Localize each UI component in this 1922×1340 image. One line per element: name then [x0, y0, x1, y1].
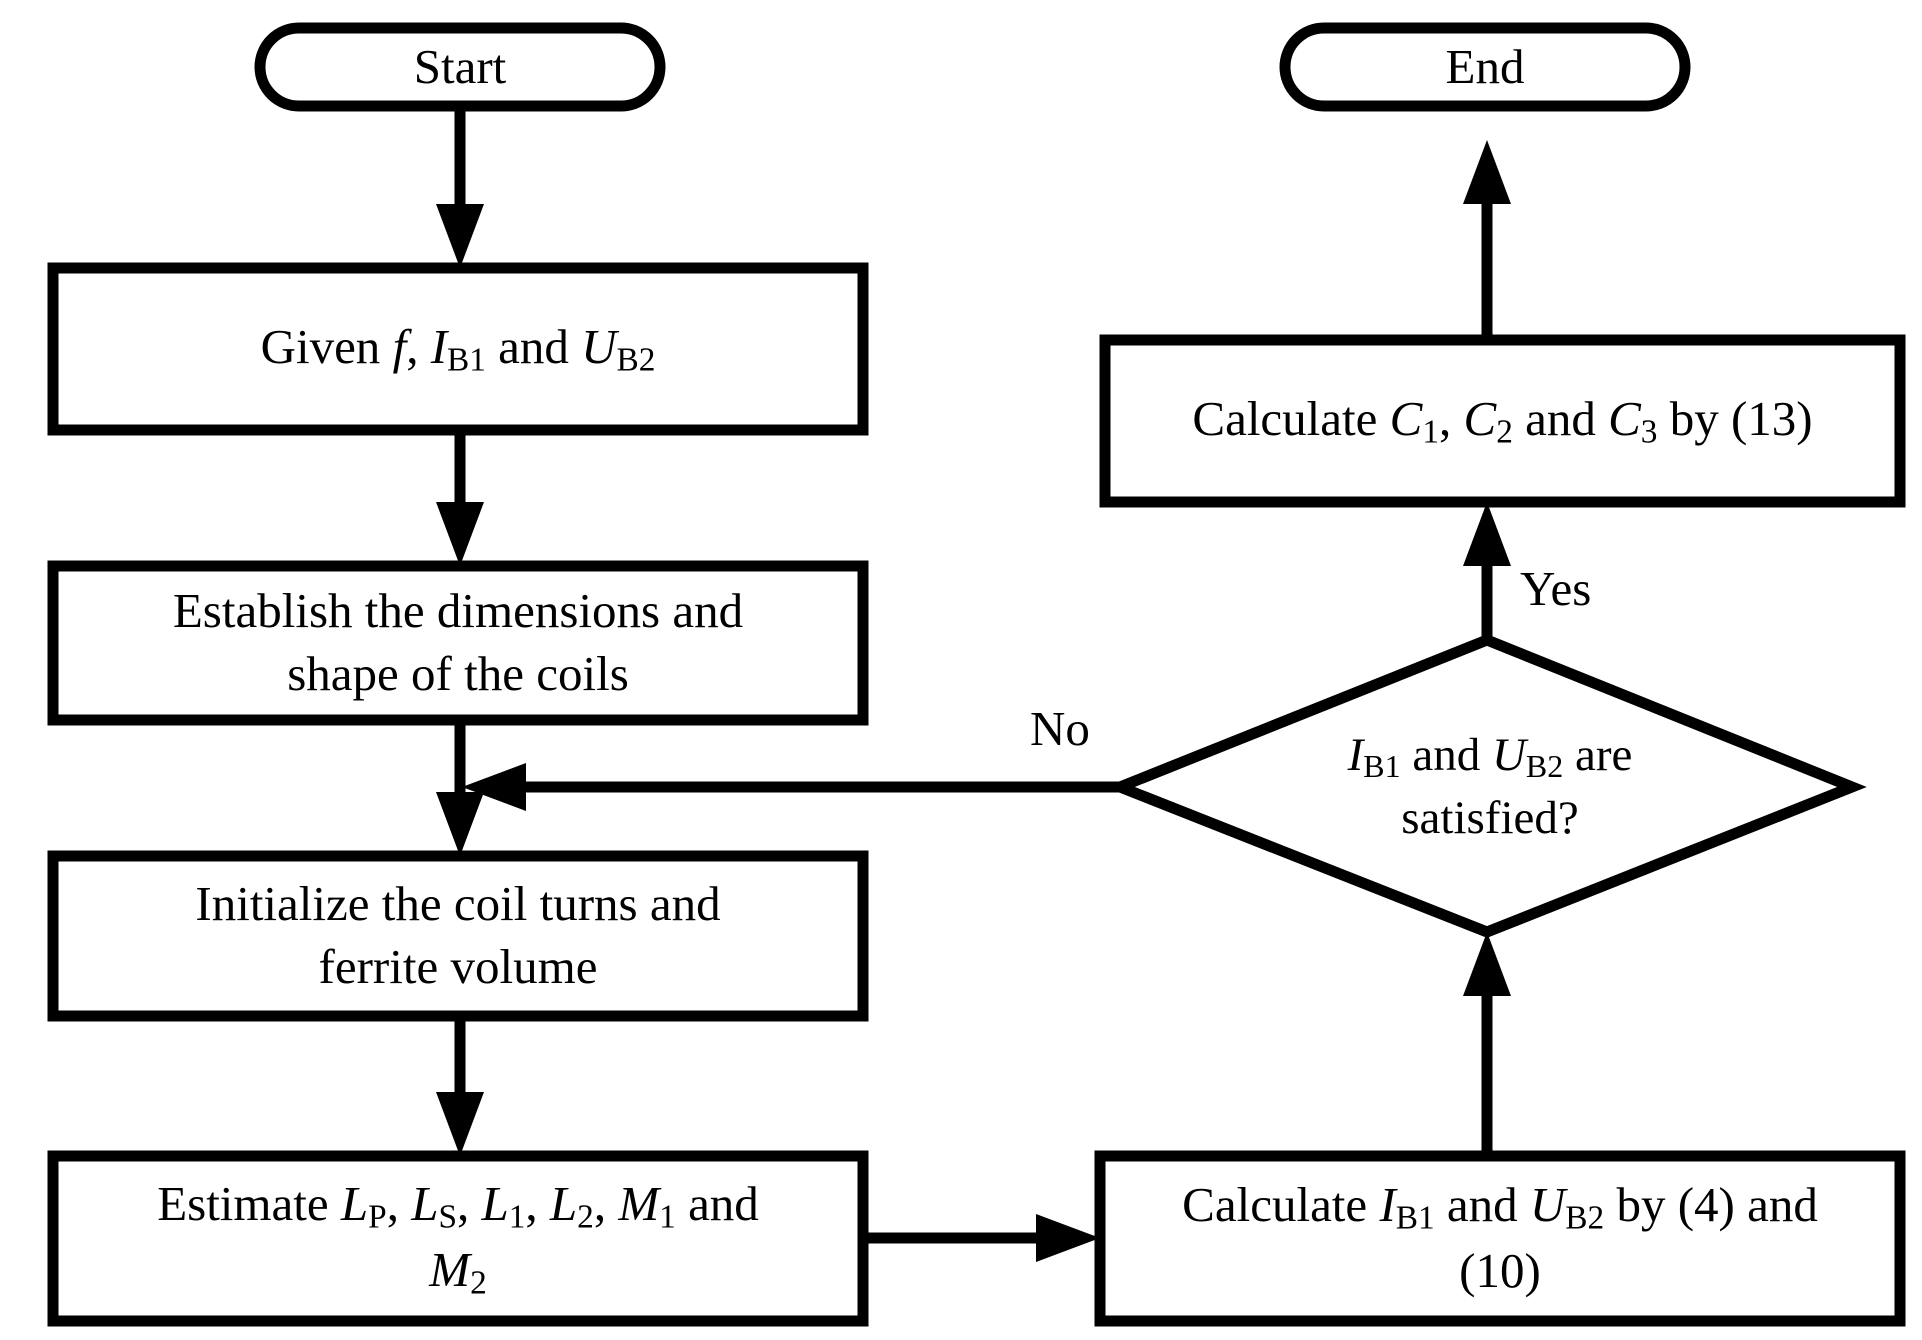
- edge-estimate-to-calc-iu: [863, 1214, 1100, 1262]
- node-start-shape[interactable]: [254, 22, 666, 112]
- edge-decision-no-to-initialize: [462, 763, 1120, 811]
- arrow-head-icon: [1463, 140, 1511, 204]
- edge-decision-yes-to-calc-c: [1463, 502, 1511, 640]
- edge-calc-iu-to-decision: [1463, 932, 1511, 1155]
- node-establish-shape[interactable]: [47, 560, 869, 726]
- edge-given-to-establish: [436, 430, 484, 566]
- arrow-head-icon: [436, 792, 484, 856]
- edge-calc-c-to-end: [1463, 140, 1511, 340]
- arrow-head-icon: [1463, 932, 1511, 996]
- node-calc-iu-shape[interactable]: [1094, 1150, 1906, 1327]
- arrow-head-icon: [1463, 502, 1511, 566]
- node-calc-c-shape[interactable]: [1099, 334, 1906, 508]
- edge-label-no: No: [1030, 701, 1090, 756]
- node-initialize-shape[interactable]: [47, 850, 869, 1022]
- node-given-shape[interactable]: [47, 262, 869, 436]
- arrow-head-icon: [462, 763, 526, 811]
- node-end-shape[interactable]: [1279, 22, 1691, 112]
- node-estimate-shape[interactable]: [47, 1150, 869, 1327]
- edge-start-to-given: [436, 105, 484, 268]
- arrow-head-icon: [436, 204, 484, 268]
- edge-establish-to-initialize: [436, 720, 484, 856]
- edge-initialize-to-estimate: [436, 1015, 484, 1156]
- arrow-head-icon: [1036, 1214, 1100, 1262]
- arrow-head-icon: [436, 502, 484, 566]
- edge-label-yes: Yes: [1520, 561, 1592, 616]
- node-decision-shape[interactable]: [1105, 634, 1867, 938]
- arrow-head-icon: [436, 1092, 484, 1156]
